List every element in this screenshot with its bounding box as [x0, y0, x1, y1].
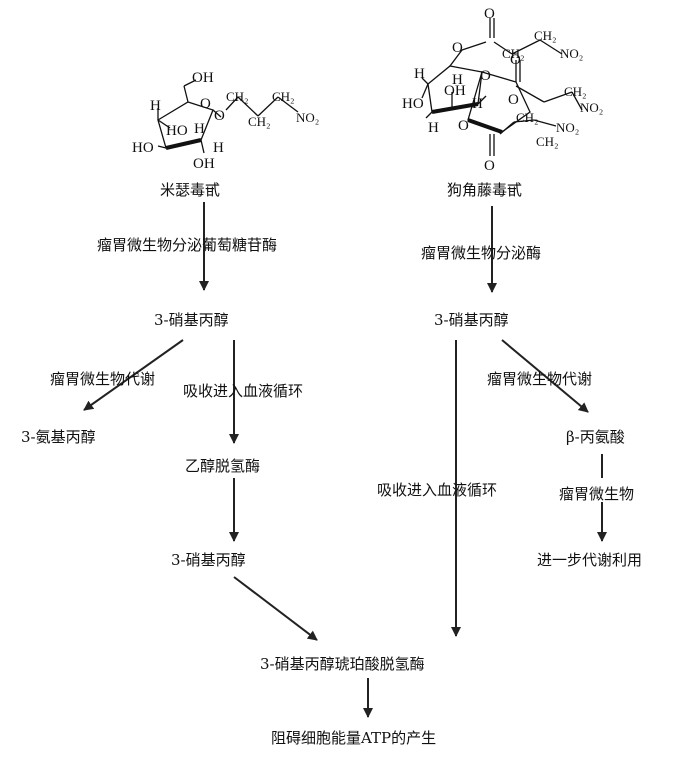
right-oh: OH [444, 83, 466, 99]
left-dehydrogenase: 乙醇脱氢酶 [185, 457, 261, 475]
right-ho: HO [402, 96, 424, 112]
right-compound-name: 狗角藤毒甙 [447, 181, 523, 199]
left-ho-inner: HO [166, 123, 188, 139]
left-oh-bottom: OH [193, 156, 215, 172]
left-ch2-b: CH₂ [272, 89, 295, 104]
arrow-left-metabolism [83, 339, 184, 411]
right-no2-mid: NO₂ [580, 100, 603, 115]
left-compound-structure: OH H HO O O H HO H OH CH₂ CH₂ CH₂ NO₂ [132, 70, 319, 172]
right-o-mid: O [510, 52, 521, 68]
final-effect: 阻碍细胞能量ATP的产生 [271, 729, 437, 747]
right-o-bottom: O [484, 158, 495, 174]
right-metabolite: β-丙氨酸 [566, 428, 625, 446]
right-metabolism-label: 瘤胃微生物代谢 [487, 370, 593, 388]
left-o-link: O [214, 108, 225, 124]
right-o-lower: O [458, 118, 469, 134]
left-ch2-a: CH₂ [226, 89, 249, 104]
left-h-left: H [150, 98, 161, 114]
left-oh-top: OH [192, 70, 214, 86]
right-utilization: 进一步代谢利用 [537, 551, 643, 569]
right-ch2-top: CH₂ [502, 46, 525, 61]
right-no2-top: NO₂ [560, 46, 583, 61]
right-enzyme-label: 瘤胃微生物分泌酶 [421, 244, 542, 262]
left-metabolite: 3-氨基丙醇 [21, 428, 96, 446]
left-product: 3-硝基丙醇 [154, 311, 229, 329]
right-o-ester: O [452, 40, 463, 56]
right-h-1: H [414, 66, 425, 82]
left-metabolism-label: 瘤胃微生物代谢 [50, 370, 156, 388]
left-h-bottom: H [213, 140, 224, 156]
right-h-3: H [472, 96, 483, 112]
arrow-right-metabolism [501, 339, 589, 413]
right-microbe-label: 瘤胃微生物 [559, 485, 635, 503]
left-compound-name: 米瑟毒甙 [160, 181, 221, 199]
right-ch2-top-b: CH₂ [534, 28, 557, 43]
left-h-right: H [194, 121, 205, 137]
right-h-2: H [452, 72, 463, 88]
right-ch2-lower: CH₂ [516, 110, 539, 125]
right-o-top: O [484, 6, 495, 22]
left-absorption-label: 吸收进入血液循环 [183, 382, 304, 400]
right-ch2-bottom: CH₂ [536, 134, 559, 149]
left-ch2-c: CH₂ [248, 114, 271, 129]
left-o-ring: O [200, 96, 211, 112]
left-enzyme-label: 瘤胃微生物分泌葡萄糖苷酶 [97, 236, 278, 254]
right-no2-lower: NO₂ [556, 120, 579, 135]
left-converted-product: 3-硝基丙醇 [171, 551, 246, 569]
right-o-link: O [508, 92, 519, 108]
right-product: 3-硝基丙醇 [434, 311, 509, 329]
target-enzyme: 3-硝基丙醇琥珀酸脱氢酶 [260, 655, 425, 673]
right-absorption-label: 吸收进入血液循环 [377, 481, 498, 499]
arrow-left-to-target [233, 576, 318, 641]
left-no2: NO₂ [296, 110, 319, 125]
left-ho-bottom: HO [132, 140, 154, 156]
right-compound-structure: O O CH₂ CH₂ NO₂ H O OH O H HO H O CH₂ NO… [402, 6, 603, 174]
right-ch2-mid: CH₂ [564, 84, 587, 99]
right-o-ring: O [480, 68, 491, 84]
right-h-4: H [428, 120, 439, 136]
